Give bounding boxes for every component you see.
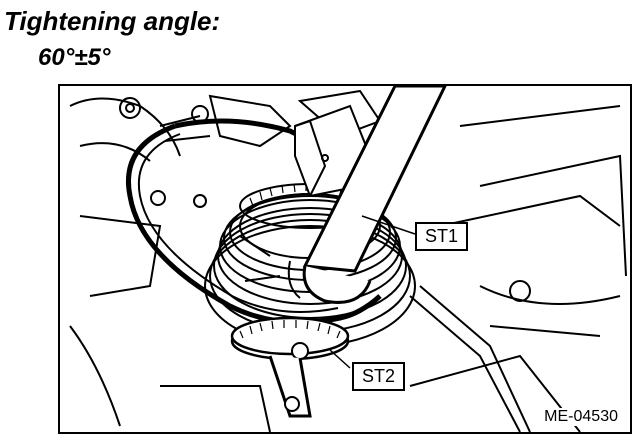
pulley-wrench-illustration [69,86,627,432]
illustration-frame: ST1 ST2 ME-04530 [58,84,632,434]
spec-title: Tightening angle: [4,6,221,36]
callout-st1: ST1 [415,222,469,251]
callout-st2: ST2 [352,362,406,391]
figure-code: ME-04530 [542,408,620,426]
tightening-angle-value: 60°±5° [38,44,111,71]
